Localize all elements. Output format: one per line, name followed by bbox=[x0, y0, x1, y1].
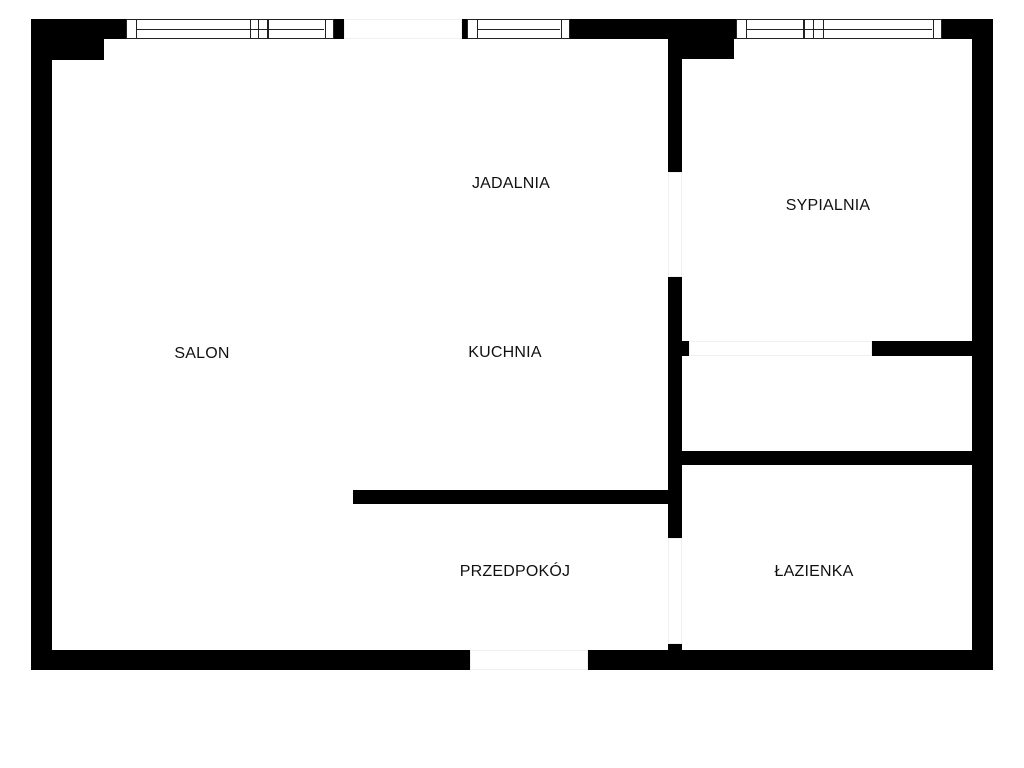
window-rail bbox=[477, 29, 560, 30]
room-label-przedpokoj: PRZEDPOKÓJ bbox=[459, 563, 571, 580]
wall-bottom-right bbox=[588, 650, 993, 670]
room-label-lazienka: ŁAZIENKA bbox=[774, 563, 854, 580]
doorway-kitchen-bedroom[interactable] bbox=[668, 172, 682, 277]
doorway-bedroom-closet[interactable] bbox=[689, 341, 872, 356]
wall-top-between-windows-1 bbox=[334, 19, 344, 39]
wall-top-between-windows-2 bbox=[462, 19, 467, 39]
room-label-sypialnia: SYPIALNIA bbox=[785, 197, 871, 214]
room-label-salon: SALON bbox=[174, 345, 230, 362]
window-salon[interactable] bbox=[126, 19, 334, 39]
wall-center-vertical-top bbox=[668, 39, 682, 172]
wall-bottom-stub bbox=[668, 644, 682, 652]
top-opening-salon[interactable] bbox=[344, 19, 462, 39]
window-rail bbox=[136, 29, 324, 30]
entrance-door[interactable] bbox=[470, 650, 588, 670]
wall-bottom-left bbox=[31, 650, 470, 670]
wall-closet-bathroom bbox=[668, 451, 982, 465]
wall-hallway-horizontal bbox=[353, 490, 682, 504]
wall-left bbox=[31, 19, 52, 670]
room-label-jadalnia: JADALNIA bbox=[471, 175, 551, 192]
window-jadalnia[interactable] bbox=[467, 19, 570, 39]
window-rail bbox=[746, 29, 932, 30]
window-sypialnia[interactable] bbox=[736, 19, 942, 39]
doorway-hall-bathroom[interactable] bbox=[668, 538, 682, 644]
wall-bedroom-stub bbox=[668, 341, 689, 356]
wall-bedroom-closet bbox=[872, 341, 982, 356]
wall-right bbox=[972, 19, 993, 670]
room-label-kuchnia: KUCHNIA bbox=[468, 344, 542, 361]
